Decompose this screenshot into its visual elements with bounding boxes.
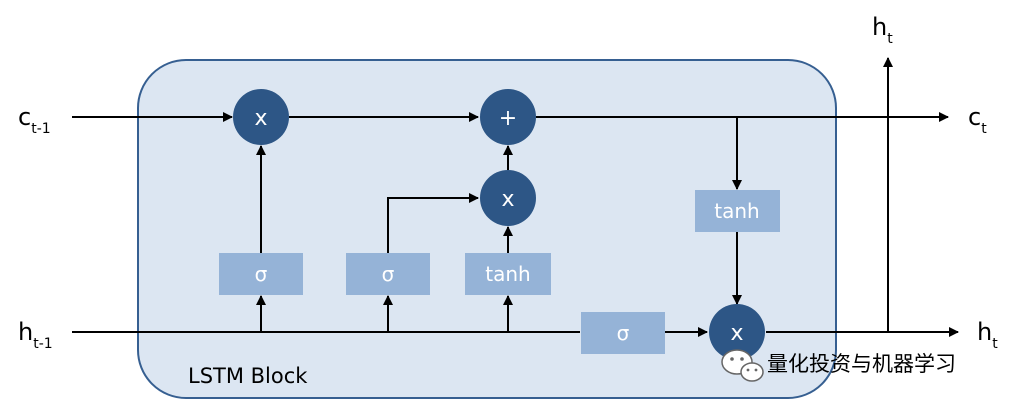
svg-text:σ: σ — [382, 262, 395, 286]
c-next-label: ct — [968, 103, 987, 137]
arrow — [387, 193, 479, 253]
svg-text:tanh: tanh — [714, 199, 759, 223]
input-multiply-op: x — [480, 170, 536, 226]
forget-gate-box: σ — [219, 253, 303, 295]
cell-add-op: + — [480, 89, 536, 145]
wechat-icon — [721, 349, 764, 382]
h-prev-label: ht-1 — [18, 318, 53, 352]
output-gate-box: σ — [581, 312, 665, 354]
watermark: 量化投资与机器学习 — [721, 349, 956, 382]
svg-text:+: + — [499, 106, 517, 131]
c-prev-label: ct-1 — [18, 103, 51, 137]
h-top-label: ht — [872, 13, 893, 47]
svg-text:σ: σ — [255, 262, 268, 286]
svg-text:量化投资与机器学习: 量化投资与机器学习 — [767, 352, 956, 376]
output-multiply-op: x — [709, 304, 765, 360]
candidate-tanh-box: tanh — [465, 253, 551, 295]
svg-text:σ: σ — [617, 321, 630, 345]
forget-multiply-op: x — [233, 89, 289, 145]
svg-text:x: x — [254, 106, 267, 131]
input-gate-box: σ — [346, 253, 430, 295]
svg-text:x: x — [501, 187, 514, 212]
svg-text:tanh: tanh — [485, 262, 530, 286]
block-label: LSTM Block — [188, 364, 308, 388]
h-next-label: ht — [977, 318, 998, 352]
cell-tanh-box: tanh — [695, 190, 780, 232]
svg-text:x: x — [730, 321, 743, 346]
